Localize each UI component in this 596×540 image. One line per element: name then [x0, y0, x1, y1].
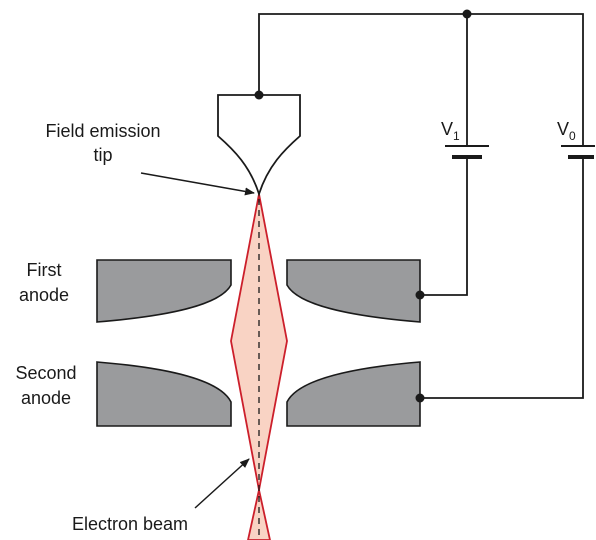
- wire-v0-bottom: [420, 158, 584, 399]
- field-emission-tip: [217, 94, 301, 197]
- junction-dot-first-anode: [415, 290, 425, 300]
- first-anode-right: [286, 259, 421, 323]
- first-anode-label-line1: First: [27, 260, 62, 280]
- v1-label: V1: [441, 119, 460, 143]
- tip-label-line2: tip: [93, 145, 112, 165]
- junction-dot-tip: [254, 90, 264, 100]
- second-anode-label-line2: anode: [21, 388, 71, 408]
- second-anode-right: [286, 361, 421, 427]
- v1-label-subscript: 1: [453, 129, 460, 143]
- electron-beam-label: Electron beam: [72, 514, 188, 534]
- wire-v1-bottom: [420, 158, 468, 296]
- junction-dot-second-anode: [415, 393, 425, 403]
- first-anode-left: [96, 259, 232, 323]
- first-anode-label-line2: anode: [19, 285, 69, 305]
- electron-beam-lower: [247, 489, 271, 540]
- v0-label-main: V: [557, 119, 569, 139]
- tip-pointer-arrow: [140, 172, 255, 196]
- v0-label-subscript: 0: [569, 129, 576, 143]
- v0-label: V0: [557, 119, 576, 143]
- beam-pointer-arrow: [194, 458, 250, 509]
- v1-label-main: V: [441, 119, 453, 139]
- junction-dot-top: [462, 9, 472, 19]
- second-anode-label-line1: Second: [15, 363, 76, 383]
- wire-top: [258, 13, 584, 146]
- second-anode-left: [96, 361, 232, 427]
- tip-label-line1: Field emission: [45, 121, 160, 141]
